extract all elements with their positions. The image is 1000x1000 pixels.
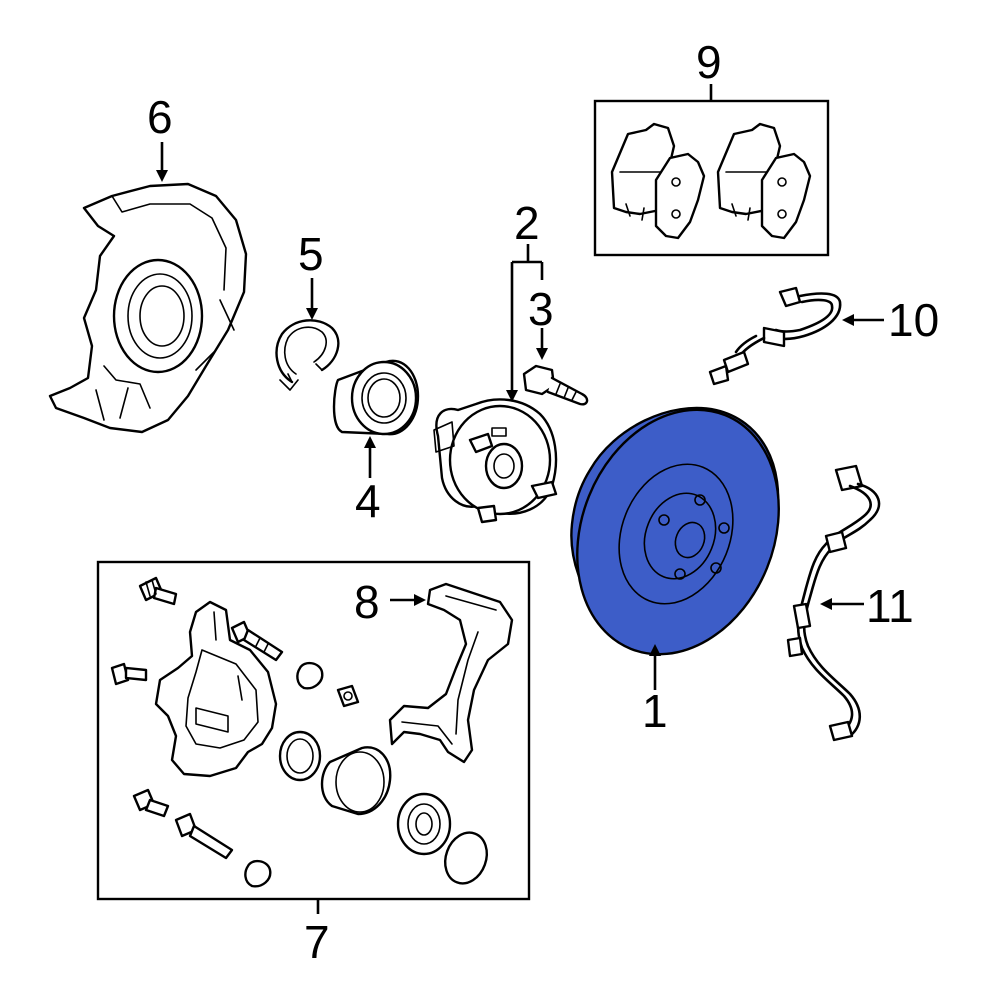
callout-1[interactable]: 1 bbox=[642, 685, 668, 737]
caliper-support-part[interactable] bbox=[388, 582, 514, 764]
brake-hose-part[interactable] bbox=[708, 286, 842, 386]
callout-2[interactable]: 2 bbox=[514, 197, 540, 249]
callout-9[interactable]: 9 bbox=[696, 36, 722, 88]
abs-sensor-part[interactable] bbox=[786, 464, 881, 742]
callout-3[interactable]: 3 bbox=[528, 283, 554, 335]
wheel-bearing-part[interactable] bbox=[332, 359, 420, 436]
hub-bolt-part[interactable] bbox=[522, 364, 589, 406]
callout-4[interactable]: 4 bbox=[355, 475, 381, 527]
callout-6[interactable]: 6 bbox=[147, 91, 173, 143]
callout-8[interactable]: 8 bbox=[354, 576, 380, 628]
hub-part[interactable] bbox=[433, 398, 558, 524]
callout-10[interactable]: 10 bbox=[888, 294, 939, 346]
snap-ring-part[interactable] bbox=[275, 319, 340, 391]
rotor-part[interactable] bbox=[542, 379, 814, 685]
callout-5[interactable]: 5 bbox=[298, 228, 324, 280]
callout-7[interactable]: 7 bbox=[304, 916, 330, 968]
splash-shield-part[interactable] bbox=[48, 182, 248, 434]
caliper-assembly-part[interactable] bbox=[96, 560, 531, 901]
brake-pads-part[interactable] bbox=[593, 99, 830, 257]
callout-11[interactable]: 11 bbox=[866, 580, 914, 632]
